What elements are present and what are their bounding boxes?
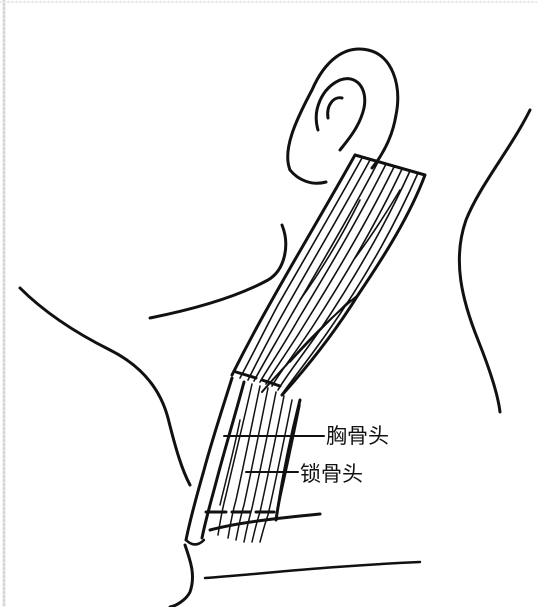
jaw-line <box>150 225 286 318</box>
chin-outline <box>20 288 190 485</box>
sternal-head-label: 胸骨头 <box>326 426 389 447</box>
lower-chest-line <box>205 562 420 578</box>
back-of-neck-outline <box>459 110 530 412</box>
clavicular-head-label: 锁骨头 <box>300 464 363 485</box>
muscle-heads <box>186 378 300 545</box>
sternocleidomastoid-muscle <box>232 155 425 395</box>
chest-outline <box>170 545 193 607</box>
